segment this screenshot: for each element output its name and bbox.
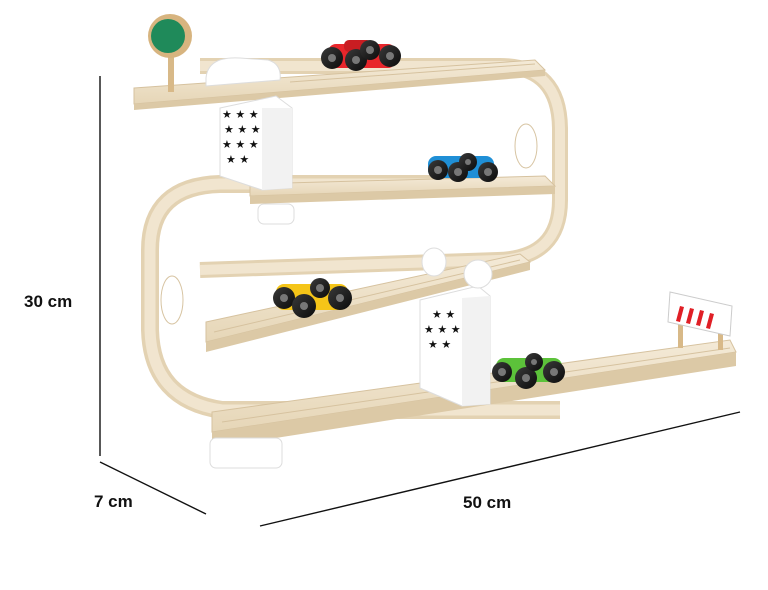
svg-text:★ ★ ★: ★ ★ ★ — [424, 323, 461, 336]
svg-text:★ ★ ★: ★ ★ ★ — [222, 108, 259, 121]
car-green — [492, 353, 565, 389]
ramp-frame — [141, 58, 568, 419]
svg-text:★ ★ ★: ★ ★ ★ — [224, 123, 261, 136]
frame-hole-right — [514, 123, 538, 169]
car-blue — [428, 153, 498, 182]
small-block — [257, 203, 295, 225]
star-icon: ★ ★ ★ ★ ★ ★ ★ ★ ★ ★ ★ ★ ★ ★ ★ ★ ★ ★ — [222, 108, 461, 351]
dimension-lines — [99, 76, 741, 527]
car-yellow — [273, 278, 352, 318]
tree-sign-icon — [148, 14, 192, 92]
pillars — [205, 57, 493, 469]
svg-text:★ ★: ★ ★ — [226, 153, 249, 166]
top-ramp — [133, 59, 547, 110]
frame-hole-left — [160, 275, 184, 325]
width-label: 50 cm — [463, 493, 512, 512]
car-red — [321, 40, 401, 71]
third-ramp — [205, 253, 532, 352]
depth-line — [99, 461, 207, 515]
svg-text:★ ★: ★ ★ — [432, 308, 455, 321]
top-bump — [205, 57, 281, 87]
height-label: 30 cm — [24, 292, 73, 311]
base-block — [209, 437, 283, 469]
width-line — [259, 411, 741, 527]
depth-label: 7 cm — [94, 492, 133, 511]
mid-bump-1 — [421, 247, 447, 277]
svg-text:★ ★: ★ ★ — [428, 338, 451, 351]
mid-bump-2 — [463, 259, 493, 289]
svg-text:★ ★ ★: ★ ★ ★ — [222, 138, 259, 151]
second-ramp — [249, 175, 557, 204]
barrier-icon — [667, 291, 733, 350]
